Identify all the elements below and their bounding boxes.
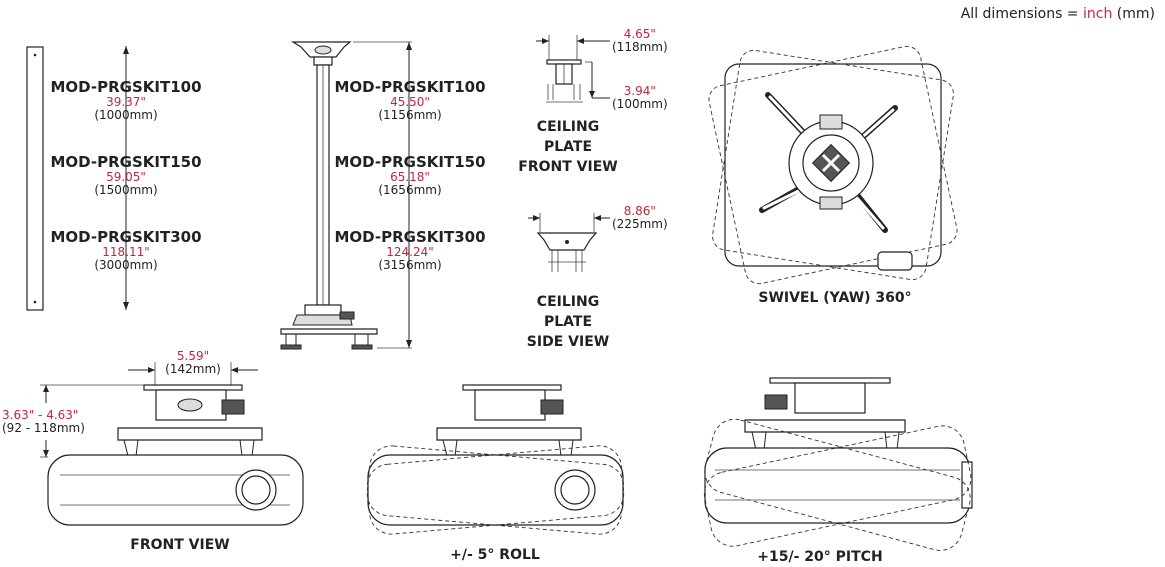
legend-prefix: All dimensions = [960, 6, 1083, 22]
caption-line: FRONT VIEW [518, 159, 618, 175]
pitch-caption: +15/- 20° PITCH [757, 549, 883, 565]
ceiling-front-caption: CEILING PLATE FRONT VIEW [508, 117, 628, 177]
swivel-caption: SWIVEL (YAW) 360° [758, 290, 912, 306]
ceiling-side-caption: CEILING PLATE SIDE VIEW [508, 292, 628, 352]
kit-name: MOD-PRGSKIT150 [334, 153, 486, 171]
kit-inch: 59.05" [106, 170, 146, 184]
kit-inch: 39.37" [106, 95, 146, 109]
kit-name: MOD-PRGSKIT150 [50, 153, 202, 171]
kit-name: MOD-PRGSKIT100 [50, 78, 202, 96]
kit-mm: (1656mm) [378, 183, 442, 197]
kit-inch: 45.50" [390, 95, 430, 109]
dim-mm: (100mm) [612, 97, 668, 111]
dim-mm: (118mm) [612, 40, 668, 54]
dim-mm: (142mm) [165, 362, 221, 376]
roll-view-drawing [366, 384, 625, 535]
ceiling-plate-side-drawing [528, 213, 610, 272]
dim-inch: 4.65" [623, 27, 656, 41]
column-mount-drawing [280, 41, 412, 350]
caption-line: CEILING [536, 294, 600, 310]
legend-inch: inch [1083, 6, 1113, 22]
kit-mm: (1156mm) [378, 108, 442, 122]
dim-inch: 3.94" [623, 84, 656, 98]
caption-line: SIDE VIEW [526, 334, 610, 350]
legend-mm: (mm) [1112, 6, 1155, 22]
pitch-view-drawing [703, 377, 973, 551]
kit-mm: (1500mm) [94, 183, 158, 197]
kit-150-right: MOD-PRGSKIT150 65.18" (1656mm) [334, 153, 486, 197]
extension-column-drawing [26, 46, 129, 311]
dim-mm: (92 - 118mm) [2, 421, 85, 435]
kit-100-right: MOD-PRGSKIT100 45.50" (1156mm) [334, 78, 486, 122]
ceiling-front-height-dim: 3.94" (100mm) [612, 85, 668, 111]
ceiling-plate-front-drawing [536, 35, 610, 103]
kit-name: MOD-PRGSKIT300 [50, 228, 202, 246]
dim-inch: 3.63" - 4.63" [2, 408, 79, 422]
front-view-drawing [40, 362, 304, 526]
kit-300-right: MOD-PRGSKIT300 124.24" (3156mm) [334, 228, 486, 272]
front-view-caption: FRONT VIEW [130, 537, 230, 553]
kit-inch: 124.24" [386, 245, 434, 259]
kit-300-left: MOD-PRGSKIT300 118.11" (3000mm) [50, 228, 202, 272]
front-view-height-dim: 3.63" - 4.63" (92 - 118mm) [2, 409, 85, 435]
roll-caption: +/- 5° ROLL [450, 547, 540, 563]
caption-line: PLATE [543, 139, 593, 155]
ceiling-side-width-dim: 8.86" (225mm) [612, 205, 668, 231]
caption-line: PLATE [543, 314, 593, 330]
kit-150-left: MOD-PRGSKIT150 59.05" (1500mm) [50, 153, 202, 197]
front-view-width-dim: 5.59" (142mm) [155, 350, 231, 376]
caption-line: CEILING [536, 119, 600, 135]
dim-inch: 5.59" [176, 349, 210, 363]
kit-inch: 65.18" [390, 170, 430, 184]
kit-name: MOD-PRGSKIT300 [334, 228, 486, 246]
kit-name: MOD-PRGSKIT100 [334, 78, 486, 96]
ceiling-front-width-dim: 4.65" (118mm) [612, 28, 668, 54]
kit-inch: 118.11" [102, 245, 150, 259]
kit-mm: (3000mm) [94, 258, 158, 272]
kit-mm: (3156mm) [378, 258, 442, 272]
kit-mm: (1000mm) [94, 108, 158, 122]
kit-100-left: MOD-PRGSKIT100 39.37" (1000mm) [50, 78, 202, 122]
dimension-legend: All dimensions = inch (mm) [961, 6, 1155, 22]
dim-inch: 8.86" [623, 204, 656, 218]
swivel-top-view-drawing [708, 45, 958, 285]
dim-mm: (225mm) [612, 217, 668, 231]
